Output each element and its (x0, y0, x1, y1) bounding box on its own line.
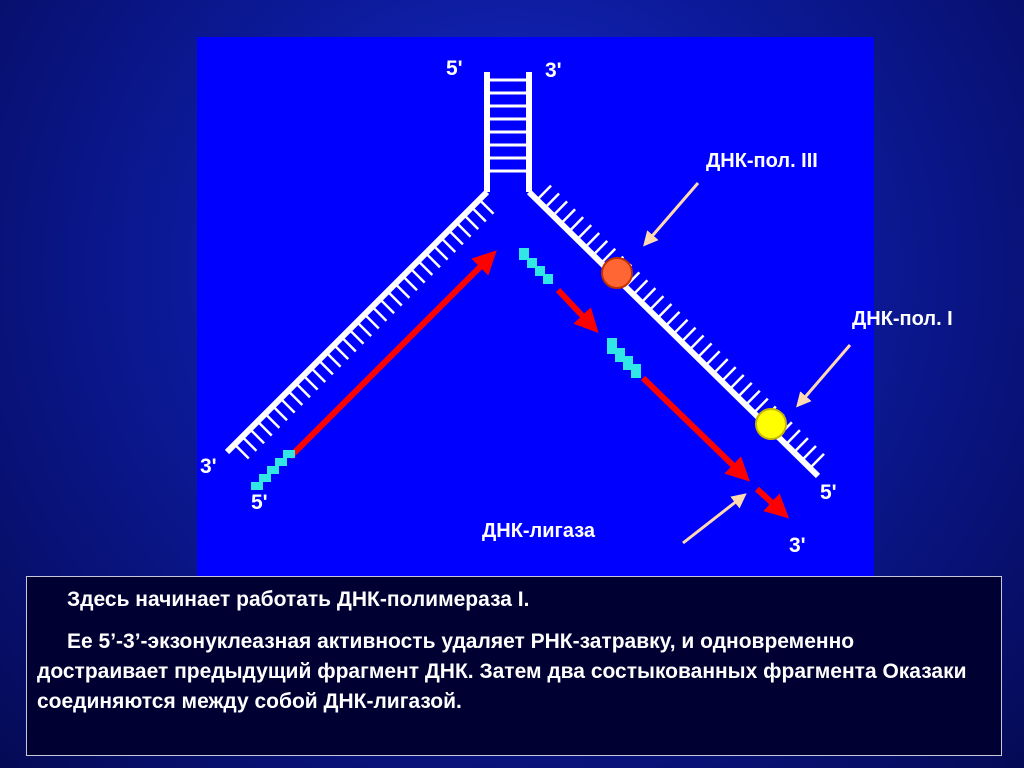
leading-strand (287, 250, 497, 460)
base-pair-tick (348, 328, 365, 345)
dna-pol-1-enzyme (755, 408, 787, 440)
base-pair-tick (568, 216, 585, 233)
base-pair-tick (680, 326, 697, 343)
dna-pol-3-enzyme (601, 257, 633, 289)
base-pair-tick (379, 298, 395, 315)
base-pair-tick (249, 428, 265, 445)
base-pair-tick (417, 259, 434, 276)
base-pair-tick (310, 366, 327, 383)
base-pair-tick (536, 184, 552, 201)
strand-end-lower-left-inner: 5' (251, 491, 268, 514)
lagging-strand-fragments (555, 287, 790, 519)
base-pair-tick (264, 412, 281, 429)
base-pair-tick (455, 221, 472, 238)
base-pair-tick (664, 310, 681, 327)
strand-end-lower-right-outer: 5' (820, 481, 837, 504)
base-pair-tick (720, 366, 737, 383)
base-pair-tick (640, 287, 657, 304)
base-pair-tick (592, 239, 609, 256)
dna-pol-1-label: ДНК-пол. I (852, 308, 953, 330)
base-pair-tick (325, 351, 342, 368)
base-pair-tick (271, 405, 288, 422)
rna-primers (251, 248, 641, 490)
base-pair-tick (801, 445, 817, 462)
strand-end-top-left: 5' (446, 57, 463, 80)
caption-line-1: Здесь начинает работать ДНК-полимераза I… (67, 588, 530, 611)
base-pair-tick (793, 437, 809, 454)
base-pair-tick (340, 336, 357, 353)
base-pair-tick (386, 290, 403, 307)
base-pair-tick (688, 334, 705, 351)
base-pair-tick (432, 244, 449, 261)
caption-box: Здесь начинает работать ДНК-полимераза I… (26, 576, 1002, 756)
base-pair-tick (401, 275, 418, 292)
base-pair-tick (752, 397, 769, 414)
base-pair-tick (632, 279, 649, 296)
base-pair-tick (809, 452, 825, 469)
strand-end-lower-left-outer: 3' (200, 455, 217, 478)
parental-duplex (484, 72, 532, 192)
base-pair-tick (478, 198, 495, 215)
base-pair-tick (544, 192, 560, 209)
base-pair-tick (463, 214, 480, 230)
base-pair-tick (672, 318, 689, 335)
base-pair-tick (600, 247, 617, 264)
base-pair-tick (317, 359, 334, 376)
strand-end-lower-right-inner: 3' (789, 534, 806, 557)
base-pair-tick (294, 382, 311, 399)
base-pair-tick (447, 229, 464, 246)
dna-pol-3-label: ДНК-пол. III (706, 150, 818, 172)
base-pair-tick (552, 200, 568, 217)
base-pair-tick (233, 443, 250, 460)
base-pair-tick (648, 295, 665, 312)
base-pair-tick (371, 305, 388, 322)
base-pair-tick (560, 208, 577, 225)
base-pair-tick (256, 420, 273, 437)
base-pair-tick (712, 358, 729, 375)
base-pair-tick (584, 232, 601, 249)
base-pair-tick (333, 344, 350, 360)
base-pair-tick (287, 389, 304, 406)
base-pair-tick (302, 374, 319, 391)
base-pair-tick (656, 303, 673, 320)
caption-line-2: Ее 5’-3’-экзонуклеазная активность удаля… (37, 630, 967, 713)
base-pair-tick (424, 252, 441, 269)
base-pair-tick (363, 313, 380, 330)
base-pair-tick (394, 282, 411, 299)
base-pair-tick (696, 342, 713, 359)
base-pair-tick (241, 435, 258, 452)
base-pair-tick (736, 381, 753, 398)
left-template-strand (224, 189, 495, 460)
strand-end-top-right: 3' (545, 59, 562, 82)
base-pair-tick (744, 389, 761, 406)
base-pair-tick (409, 267, 426, 284)
base-pair-tick (704, 350, 721, 367)
base-pair-tick (279, 397, 296, 414)
pointer-arrows (643, 182, 852, 545)
base-pair-tick (784, 429, 801, 446)
base-pair-tick (356, 321, 373, 338)
dna-ligase-label: ДНК-лигаза (482, 520, 596, 542)
base-pair-tick (470, 206, 487, 223)
base-pair-tick (576, 224, 593, 241)
base-pair-tick (728, 374, 745, 391)
base-pair-tick (440, 236, 457, 253)
